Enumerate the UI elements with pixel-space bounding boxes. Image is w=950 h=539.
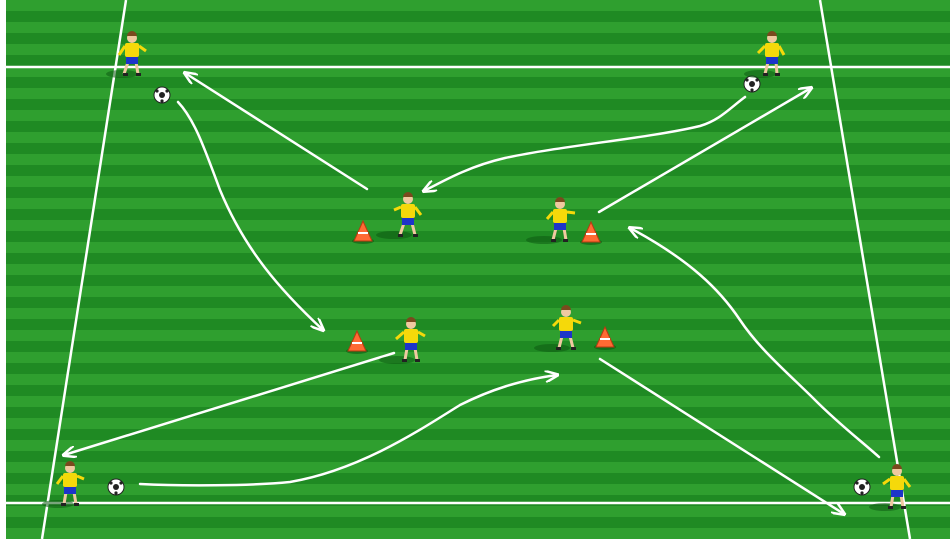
grass-stripe — [6, 341, 950, 352]
grass-stripe — [6, 11, 950, 22]
grass-stripe — [6, 231, 950, 242]
soccer-ball-icon — [744, 76, 760, 92]
grass-stripe — [6, 319, 950, 330]
grass-stripe — [6, 374, 950, 385]
grass-stripe — [6, 330, 950, 341]
grass-stripe — [6, 264, 950, 275]
grass-stripe — [6, 275, 950, 286]
grass-stripe — [6, 506, 950, 517]
grass-stripe — [6, 440, 950, 451]
grass-stripe — [6, 297, 950, 308]
grass-stripe — [6, 44, 950, 55]
grass-stripe — [6, 429, 950, 440]
grass-stripe — [6, 363, 950, 374]
grass-stripe — [6, 99, 950, 110]
grass-stripe — [6, 528, 950, 539]
grass-stripe — [6, 451, 950, 462]
grass-stripe — [6, 484, 950, 495]
soccer-ball-icon — [854, 479, 870, 495]
grass-stripe — [6, 418, 950, 429]
grass-stripe — [6, 517, 950, 528]
grass-stripe — [6, 495, 950, 506]
grass-stripe — [6, 33, 950, 44]
grass-stripe — [6, 209, 950, 220]
soccer-ball-icon — [108, 479, 124, 495]
grass-stripe — [6, 242, 950, 253]
grass-stripe — [6, 143, 950, 154]
grass-stripe — [6, 253, 950, 264]
grass-stripe — [6, 352, 950, 363]
grass-stripe — [6, 286, 950, 297]
grass-stripe — [6, 77, 950, 88]
soccer-ball-icon — [154, 87, 170, 103]
grass-stripe — [6, 110, 950, 121]
grass-stripe — [6, 462, 950, 473]
grass-stripe — [6, 220, 950, 231]
grass-stripe — [6, 187, 950, 198]
grass-stripe — [6, 198, 950, 209]
grass-stripe — [6, 55, 950, 66]
grass-stripe — [6, 132, 950, 143]
grass-stripe — [6, 308, 950, 319]
grass-stripe — [6, 154, 950, 165]
grass-pitch — [6, 0, 950, 539]
grass-stripe — [6, 176, 950, 187]
grass-stripe — [6, 407, 950, 418]
grass-stripe — [6, 0, 950, 11]
grass-stripe — [6, 121, 950, 132]
grass-stripe — [6, 22, 950, 33]
grass-stripe — [6, 473, 950, 484]
